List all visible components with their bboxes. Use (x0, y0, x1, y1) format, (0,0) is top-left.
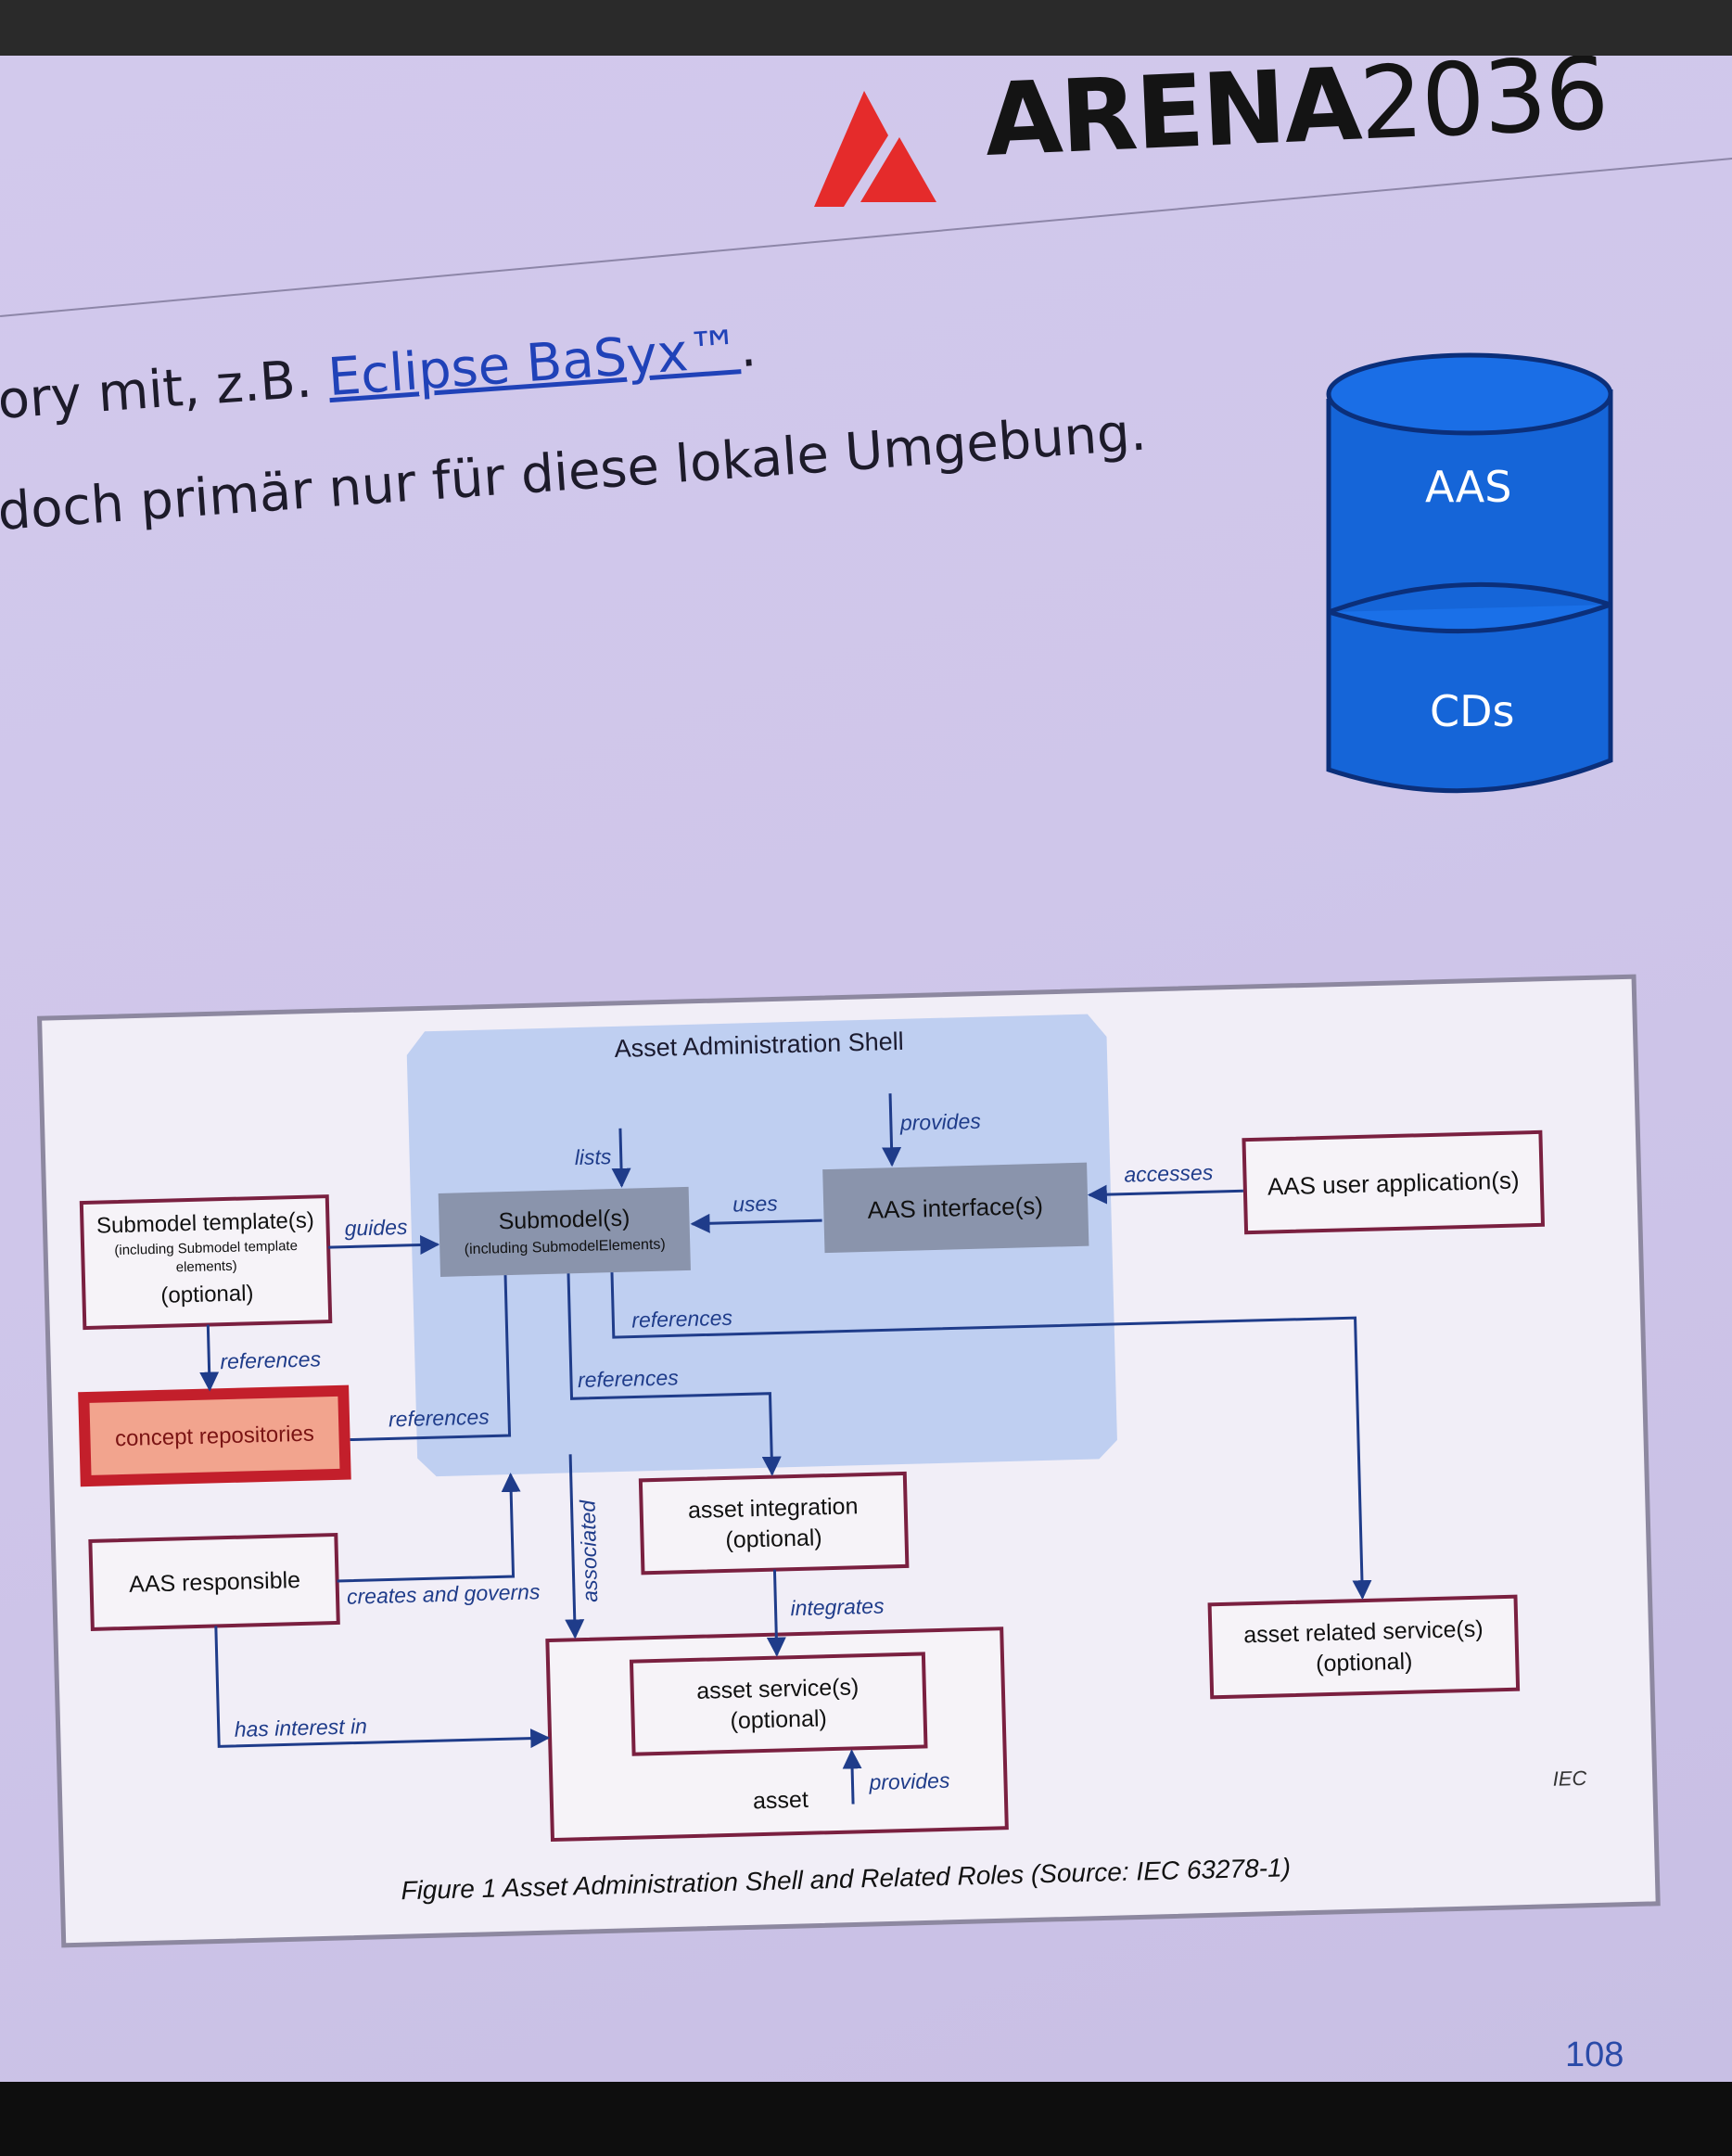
edge-creates-and-governs (337, 1472, 521, 1583)
aas-user-application-label: AAS user application(s) (1267, 1166, 1520, 1200)
edge-references-template (199, 1324, 220, 1392)
aas-figure: Asset Administration Shell Submodel temp… (37, 974, 1661, 1948)
asset-integration-box (638, 1471, 910, 1576)
concept-repositories-box (78, 1384, 351, 1487)
slide: ARENA2036 ory mit, z.B. Eclipse BaSyx™. … (0, 56, 1732, 2082)
edge-label-provides-asset: provides (868, 1768, 950, 1794)
edge-label-references-template: references (220, 1346, 322, 1373)
edge-label-references-related: references (631, 1306, 733, 1333)
edge-label-associated: associated (575, 1499, 602, 1602)
submodels-label: Submodel(s) (498, 1206, 630, 1235)
asset-services-optional: (optional) (730, 1705, 827, 1734)
edge-integrates (766, 1569, 786, 1657)
screen-bottom-bezel (0, 2082, 1732, 2156)
concept-repositories-label: concept repositories (115, 1422, 314, 1452)
asset-related-services-label: asset related service(s) (1243, 1616, 1484, 1649)
asset-services-box (629, 1652, 928, 1756)
edge-label-accesses: accesses (1124, 1160, 1214, 1187)
database-bottom-label: CDs (1430, 686, 1515, 736)
screen-top-bezel (0, 0, 1732, 56)
edge-label-provides-top: provides (899, 1109, 982, 1135)
submodel-template-label: Submodel template(s) (96, 1208, 314, 1239)
asset-services-label: asset service(s) (696, 1674, 860, 1704)
edge-lists (611, 1128, 631, 1188)
page-number: 108 (1565, 2035, 1624, 2074)
aas-user-application-box (1242, 1129, 1546, 1235)
edge-uses (690, 1213, 822, 1233)
edge-label-references-integration: references (578, 1365, 680, 1392)
figure-content: Asset Administration Shell Submodel temp… (37, 974, 1661, 1948)
asset-related-services-optional: (optional) (1316, 1649, 1413, 1678)
edge-label-creates-and-governs: creates and governs (347, 1579, 541, 1608)
submodels-box (438, 1186, 691, 1277)
submodel-template-note-2: elements) (176, 1258, 237, 1276)
asset-related-services-box (1207, 1594, 1521, 1700)
database-top-label: AAS (1425, 462, 1512, 512)
edge-label-references-concept: references (388, 1405, 490, 1432)
submodel-template-note: (including Submodel template (114, 1238, 298, 1258)
edge-label-uses: uses (732, 1191, 779, 1216)
aas-responsible-label: AAS responsible (129, 1567, 300, 1598)
edge-accesses (1087, 1184, 1243, 1205)
asset-integration-label: asset integration (688, 1493, 859, 1524)
submodels-note: (including SubmodelElements) (465, 1237, 666, 1258)
arena-logo-icon (814, 91, 936, 207)
shell-region (406, 1014, 1117, 1477)
edge-label-guides: guides (344, 1215, 408, 1241)
edge-label-has-interest-in: has interest in (234, 1714, 367, 1741)
edge-provides-asset (842, 1749, 862, 1805)
edge-associated (565, 1454, 585, 1639)
asset-integration-optional: (optional) (725, 1525, 822, 1553)
asset-label: asset (753, 1787, 809, 1815)
aas-interface-box (822, 1162, 1089, 1254)
edge-references-integration (567, 1273, 782, 1476)
edge-label-integrates: integrates (790, 1594, 885, 1621)
edge-guides (328, 1235, 440, 1256)
edge-provides-top (882, 1093, 902, 1167)
iec-source-mark: IEC (1552, 1767, 1586, 1791)
database-cylinder-icon (1326, 352, 1613, 794)
edge-has-interest-in (214, 1626, 551, 1749)
edge-references-related (610, 1272, 1372, 1601)
aas-interface-label: AAS interface(s) (867, 1192, 1043, 1224)
submodel-template-optional: (optional) (160, 1281, 254, 1308)
edge-references-concept (350, 1275, 512, 1442)
edge-label-lists: lists (574, 1144, 612, 1169)
